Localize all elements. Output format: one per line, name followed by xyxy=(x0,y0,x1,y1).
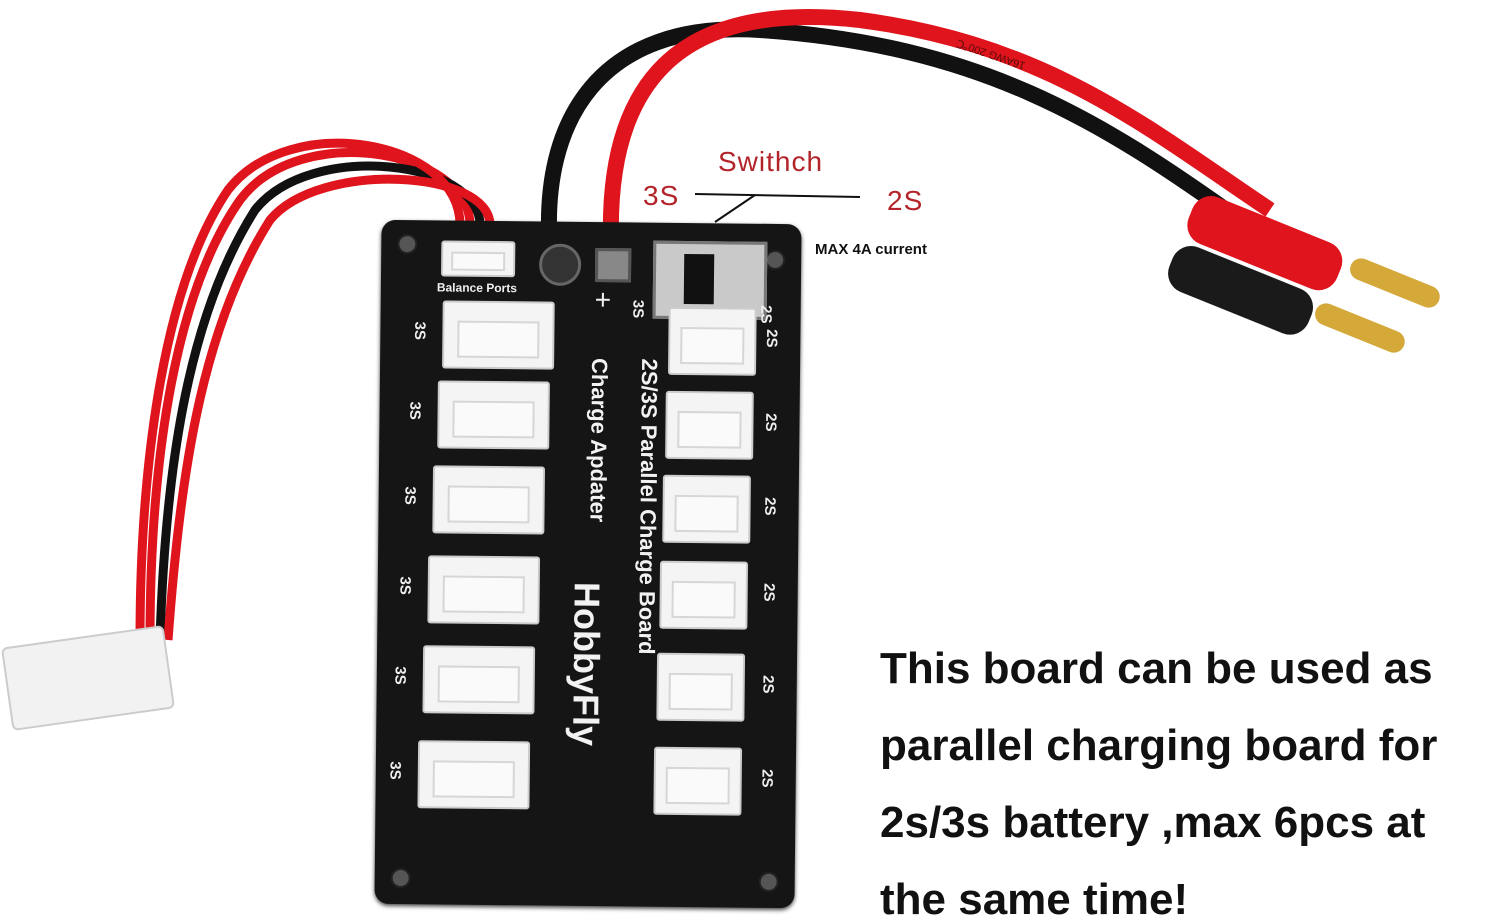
switch-3s-annotation: 3S xyxy=(643,180,680,211)
balance-port-connector[interactable] xyxy=(441,240,516,278)
port-2s-connector[interactable] xyxy=(667,306,757,376)
port-3s-label: 3S xyxy=(391,666,409,685)
port-3s-connector[interactable] xyxy=(422,645,536,715)
switch-2s-annotation: 2S xyxy=(887,185,924,216)
balance-ports-label: Balance Ports xyxy=(436,280,518,296)
port-2s-connector[interactable] xyxy=(653,746,743,816)
port-2s-connector[interactable] xyxy=(662,474,751,544)
port-2s-connector[interactable] xyxy=(665,390,754,460)
port-3s-connector[interactable] xyxy=(442,300,555,370)
port-3s-connector[interactable] xyxy=(427,555,541,625)
switch-2s-label: 2S xyxy=(757,305,775,324)
switch-pointer-line xyxy=(694,193,861,223)
port-2s-label: 2S xyxy=(762,413,780,432)
bullet-plug-red xyxy=(1187,196,1440,308)
port-3s-label: 3S xyxy=(396,576,414,595)
switch-3s-label: 3S xyxy=(629,299,647,319)
port-2s-label: 2S xyxy=(760,583,778,602)
charge-board: Balance Ports + 3S 2S 3S 3S 3S 3S 3S 3S 2S 2S 2… xyxy=(374,219,802,909)
board-subtitle: Charge Apdater xyxy=(585,357,613,523)
port-3s-label: 3S xyxy=(406,401,424,420)
screw-icon xyxy=(390,867,411,889)
port-2s-connector[interactable] xyxy=(659,560,749,630)
max-current-note: MAX 4A current xyxy=(815,241,927,258)
port-2s-label: 2S xyxy=(761,497,779,516)
port-2s-label: 2S xyxy=(758,769,776,788)
plus-sign: + xyxy=(594,284,612,316)
description-text: This board can be used as parallel charg… xyxy=(880,644,1438,919)
screw-icon xyxy=(397,233,418,255)
screw-icon xyxy=(765,249,786,271)
port-3s-label: 3S xyxy=(386,761,404,780)
port-3s-label: 3S xyxy=(401,486,419,505)
negative-terminal xyxy=(538,243,582,286)
switch-annotation: Swithch xyxy=(718,146,824,177)
brand-logo: HobbyFly xyxy=(565,581,608,747)
port-3s-label: 3S xyxy=(411,321,429,340)
port-3s-connector[interactable] xyxy=(432,465,546,535)
port-2s-label: 2S xyxy=(762,329,781,348)
bullet-plug-black xyxy=(1168,246,1405,353)
port-2s-label: 2S xyxy=(759,675,777,694)
board-title: 2S/3S Parallel Charge Board xyxy=(634,358,663,655)
port-3s-connector[interactable] xyxy=(437,380,550,450)
screw-icon xyxy=(758,871,779,893)
port-3s-connector[interactable] xyxy=(417,740,531,810)
switch-knob[interactable] xyxy=(683,253,715,305)
positive-terminal xyxy=(594,248,632,283)
port-2s-connector[interactable] xyxy=(656,652,746,722)
